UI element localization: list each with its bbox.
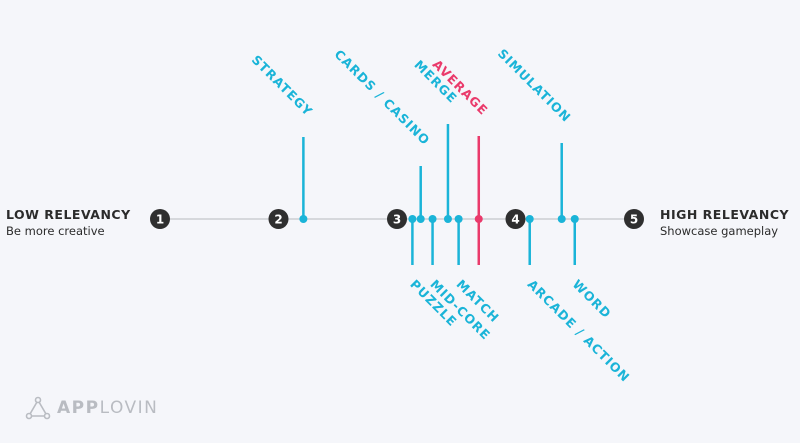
point-label: STRATEGY	[249, 52, 316, 119]
point-label: SIMULATION	[495, 46, 574, 125]
applovin-logo-icon	[25, 396, 51, 420]
data-point	[416, 215, 425, 223]
scale-marker-label: 1	[156, 213, 164, 227]
scale-marker-3	[387, 209, 407, 229]
data-point	[557, 215, 566, 223]
low-relevancy-label: LOW RELEVANCY Be more creative	[6, 207, 131, 238]
data-point	[454, 215, 463, 223]
scale-marker-label: 5	[630, 213, 638, 227]
data-point	[570, 215, 579, 223]
scale-marker-label: 3	[393, 213, 401, 227]
applovin-logo: APPLOVIN	[25, 396, 158, 420]
logo-bold: APP	[57, 398, 100, 418]
scale-marker-label: 2	[274, 213, 282, 227]
low-subtitle: Be more creative	[6, 224, 105, 238]
data-point	[474, 215, 483, 223]
scale-marker-2	[268, 209, 289, 229]
high-subtitle: Showcase gameplay	[660, 224, 779, 238]
data-point	[408, 215, 417, 223]
scale-marker-label: 4	[511, 213, 519, 227]
data-point	[525, 215, 534, 223]
low-title: LOW RELEVANCY	[6, 207, 131, 222]
logo-light: LOVIN	[99, 398, 159, 418]
scale-marker-4	[505, 209, 526, 229]
high-relevancy-label: HIGH RELEVANCY Showcase gameplay	[660, 207, 789, 238]
data-point	[299, 215, 308, 223]
high-title: HIGH RELEVANCY	[660, 207, 790, 222]
scale-marker-1	[150, 209, 170, 229]
data-point	[443, 215, 452, 223]
point-label: WORD	[570, 277, 615, 322]
data-point	[428, 215, 437, 223]
scale-marker-5	[624, 209, 644, 229]
